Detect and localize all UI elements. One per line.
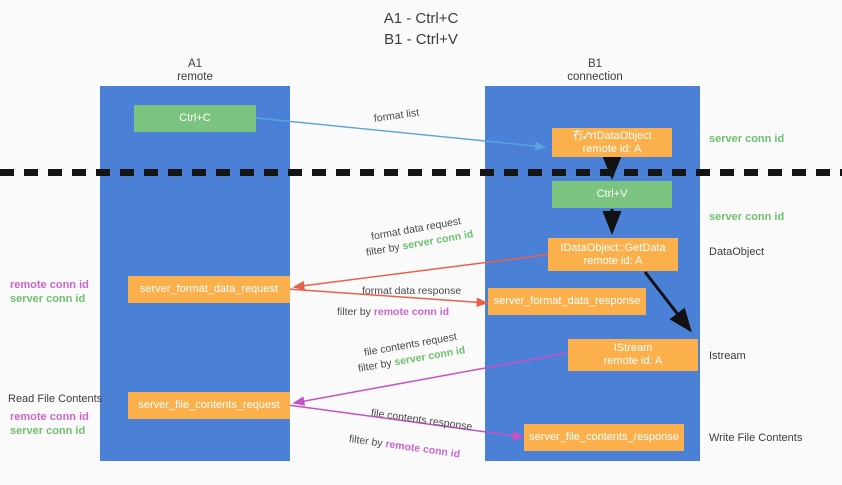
lane-header-b1: B1 connection	[510, 58, 680, 84]
annotation-file-server-conn-id: server conn id	[10, 425, 86, 437]
annotation-read-file-contents: Read File Contents	[8, 393, 103, 405]
node-server-file-contents-request-label: server_file_contents_request	[138, 399, 280, 411]
node-getdata-line1: IDataObject::GetData	[560, 241, 666, 254]
lane-header-a1: A1 remote	[110, 58, 280, 84]
node-server-file-contents-response[interactable]: server_file_contents_response	[524, 424, 684, 451]
arrow-getdata-to-istream	[643, 271, 692, 333]
annotation-server-conn-id-top: server conn id	[709, 133, 785, 145]
lane-a1-role: remote	[177, 71, 213, 83]
node-server-file-contents-request[interactable]: server_file_contents_request	[128, 392, 290, 419]
node-ole-idataobject[interactable]: 冇⑇rIDataObject remote id: A	[552, 128, 672, 157]
edge-label-format-data-response-title: format data response	[362, 284, 461, 298]
arrow-format-data-request	[292, 253, 553, 291]
node-ctrl-c-label: Ctrl+C	[179, 112, 211, 124]
edge-label-format-data-response-filter: filter by remote conn id	[337, 305, 449, 319]
node-ctrl-v[interactable]: Ctrl+V	[552, 181, 672, 208]
node-ctrl-v-label: Ctrl+V	[596, 188, 628, 200]
node-istream[interactable]: IStream remote id: A	[568, 339, 698, 371]
title-line-2: B1 - Ctrl+V	[384, 31, 458, 48]
node-server-format-data-request[interactable]: server_format_data_request	[128, 276, 290, 303]
node-ole-idataobject-line2: remote id: A	[582, 142, 642, 155]
annotation-write-file-contents: Write File Contents	[709, 432, 803, 444]
annotation-istream: Istream	[709, 350, 746, 362]
edge-format-data-response-filter-prefix: filter by	[337, 306, 374, 318]
node-ctrl-c[interactable]: Ctrl+C	[134, 105, 256, 132]
arrow-file-contents-request	[292, 352, 568, 406]
lane-a1-name: A1	[187, 58, 203, 70]
node-getdata[interactable]: IDataObject::GetData remote id: A	[548, 238, 678, 271]
phase-separator	[0, 169, 842, 176]
node-getdata-line2: remote id: A	[583, 254, 643, 267]
arrow-format-list	[255, 117, 547, 151]
node-istream-line2: remote id: A	[603, 355, 663, 367]
arrow-format-data-response	[287, 288, 489, 308]
annotation-format-remote-conn-id: remote conn id	[10, 279, 89, 291]
title-line-1: A1 - Ctrl+C	[383, 10, 459, 27]
annotation-server-conn-id-mid: server conn id	[709, 211, 785, 223]
node-server-format-data-response-label: server_format_data_response	[493, 295, 641, 307]
node-istream-line1: IStream	[613, 342, 653, 354]
edge-format-data-response-filter-value: remote conn id	[373, 306, 450, 318]
arrow-file-contents-response	[287, 404, 525, 441]
lane-b1-role: connection	[567, 71, 623, 83]
node-server-format-data-response[interactable]: server_format_data_response	[488, 288, 646, 315]
edge-format-data-response-title: format data response	[362, 285, 462, 297]
annotation-file-remote-conn-id: remote conn id	[10, 411, 89, 423]
annotation-dataobject: DataObject	[709, 246, 765, 258]
node-ole-idataobject-line1: 冇⑇rIDataObject	[572, 129, 652, 142]
node-server-file-contents-response-label: server_file_contents_response	[529, 431, 679, 443]
node-server-format-data-request-label: server_format_data_request	[139, 283, 279, 295]
diagram-title: A1 - Ctrl+C B1 - Ctrl+V	[0, 8, 842, 50]
annotation-format-server-conn-id: server conn id	[10, 293, 86, 305]
lane-b1-name: B1	[587, 58, 603, 70]
